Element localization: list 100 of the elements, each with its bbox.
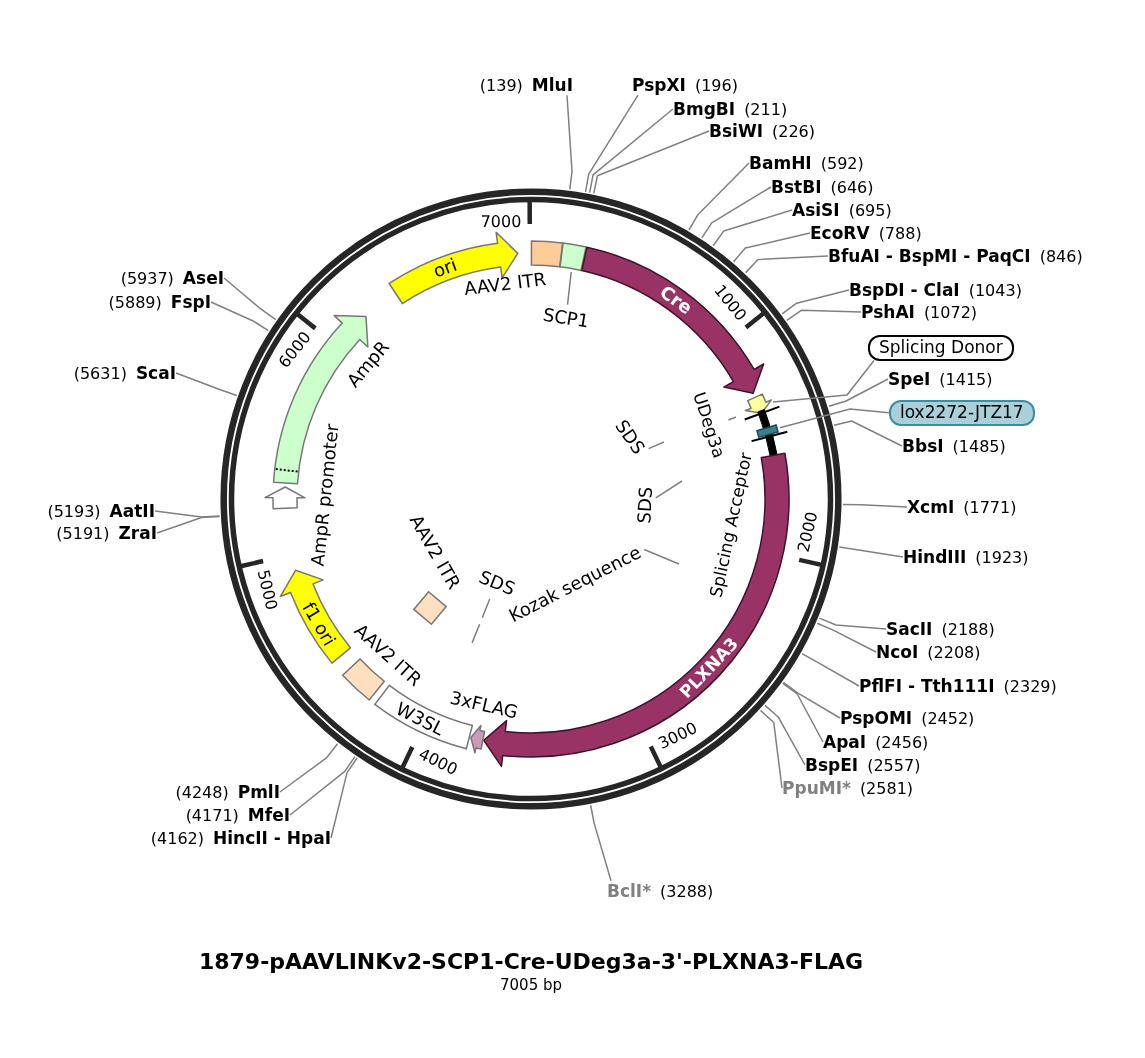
leader-line <box>779 408 890 429</box>
site-position: (846) <box>1039 246 1083 266</box>
leader-line <box>744 255 829 274</box>
site-position: (1043) <box>968 280 1022 300</box>
enzyme-name: BstBI <box>771 176 822 197</box>
leader-line <box>818 617 887 630</box>
feature-label: AmpR promoter <box>307 422 343 568</box>
site-position: (2329) <box>1003 676 1057 696</box>
leader-line <box>816 622 877 653</box>
diagram-title: 1879-pAAVLINKv2-SCP1-Cre-UDeg3a-3'-PLXNA3-FLAG <box>198 949 864 975</box>
leader-line <box>786 309 862 322</box>
tick-label: 2000 <box>795 510 821 554</box>
leader-line <box>289 755 356 816</box>
site-position: (211) <box>744 99 788 119</box>
enzyme-name: BsiWI <box>709 120 763 141</box>
feature-label: f1 ori <box>298 598 340 650</box>
enzyme-name: PflFI - Tth111I <box>859 675 995 696</box>
leader-line <box>781 289 850 315</box>
leader-line <box>833 420 903 447</box>
enzyme-name: ApaI <box>823 731 867 752</box>
leader-line <box>688 162 750 231</box>
tick-label: 5000 <box>254 568 280 612</box>
enzyme-name: ZraI <box>118 522 157 543</box>
site-position: (2452) <box>921 708 975 728</box>
enzyme-name: PshAI <box>861 301 915 322</box>
feature-label: 3xFLAG <box>448 687 520 723</box>
leader-line <box>588 108 674 194</box>
site-position: (592) <box>820 153 864 173</box>
site-position: (2581) <box>859 778 914 798</box>
site-position: (5193) <box>47 501 101 521</box>
diagram-caption: 7005 bp <box>500 976 562 994</box>
enzyme-name: BspEI <box>805 754 859 775</box>
site-position: (2557) <box>867 755 921 775</box>
tick-label: 4000 <box>415 745 460 778</box>
site-position: (788) <box>878 223 922 243</box>
site-position: (1072) <box>923 302 978 322</box>
leader-line <box>154 510 221 518</box>
site-position: (196) <box>694 75 738 95</box>
leader-line <box>732 232 811 263</box>
leader-line <box>584 94 639 193</box>
site-position: (5191) <box>56 523 110 543</box>
leader-line <box>647 441 665 450</box>
site-position: (5937) <box>120 268 174 288</box>
leader-line <box>330 757 358 839</box>
leader-line <box>828 378 889 408</box>
site-position: (1923) <box>975 547 1029 567</box>
feature-label: UDeg3a <box>689 389 729 461</box>
feature-box <box>529 239 565 269</box>
site-position: (139) <box>479 75 523 95</box>
site-position: (695) <box>848 200 892 220</box>
site-position: (226) <box>772 121 815 141</box>
enzyme-name: BclI* <box>607 880 652 901</box>
feature-box <box>558 241 588 272</box>
site-position: (2456) <box>875 732 929 752</box>
directional-feature <box>743 392 773 415</box>
leader-line <box>727 416 737 421</box>
feature-callout: lox2272-JTZ17 <box>889 400 1035 426</box>
tick-label: 3000 <box>656 720 700 753</box>
site-position: (4162) <box>150 828 204 848</box>
enzyme-name: FspI <box>170 291 211 312</box>
leader-line <box>781 682 824 743</box>
enzyme-name: HindIII <box>903 546 967 567</box>
site-position: (5889) <box>108 292 162 312</box>
directional-feature <box>278 568 352 665</box>
enzyme-name: MluI <box>531 74 573 95</box>
leader-line <box>279 743 339 793</box>
enzyme-name: XcmI <box>907 496 955 517</box>
enzyme-name: PspXI <box>632 74 686 95</box>
site-position: (5631) <box>73 363 127 383</box>
enzyme-name: SpeI <box>888 368 931 389</box>
enzyme-name: AsiSI <box>792 199 840 220</box>
enzyme-name: MfeI <box>247 804 290 825</box>
feature-label: ori <box>430 255 460 282</box>
leader-line <box>764 704 806 766</box>
site-position: (2208) <box>927 642 981 662</box>
site-position: (646) <box>830 177 874 197</box>
leader-line <box>210 301 270 332</box>
site-position: (4248) <box>175 782 229 802</box>
feature-label: AAV2 ITR <box>462 269 548 299</box>
leader-line <box>801 652 860 687</box>
site-position: (1415) <box>939 369 993 389</box>
enzyme-name: SacII <box>886 618 933 639</box>
site-position: (2188) <box>941 619 995 639</box>
leader-line <box>838 546 904 558</box>
enzyme-name: BbsI <box>902 435 944 456</box>
enzyme-name: HincII - HpaI <box>213 827 331 848</box>
enzyme-name: EcoRV <box>810 222 870 243</box>
directional-feature <box>469 724 487 755</box>
leader-line <box>566 94 573 191</box>
directional-feature <box>387 230 520 306</box>
leader-line <box>175 372 238 397</box>
feature-diamond <box>412 590 448 626</box>
leader-line <box>655 480 683 499</box>
feature-label: SDS <box>634 486 656 524</box>
enzyme-name: PpuMI* <box>782 777 851 798</box>
leader-line <box>223 277 277 321</box>
enzyme-name: PspOMI <box>840 707 913 728</box>
leader-line <box>643 548 680 565</box>
leader-line <box>842 503 908 508</box>
leader-line <box>566 271 572 306</box>
